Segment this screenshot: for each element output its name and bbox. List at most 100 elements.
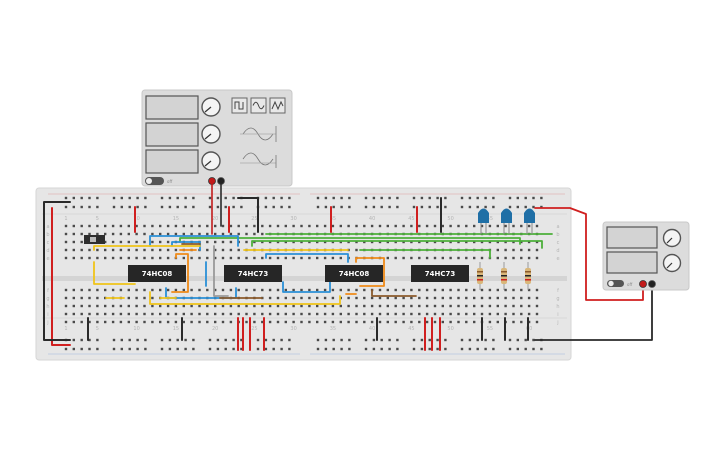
breadboard-hole[interactable] [524, 347, 527, 351]
breadboard-hole[interactable] [331, 288, 335, 292]
breadboard-hole[interactable] [300, 256, 303, 260]
breadboard-hole[interactable] [332, 347, 335, 351]
breadboard-hole[interactable] [237, 256, 240, 260]
breadboard-hole[interactable] [372, 196, 376, 200]
breadboard-hole[interactable] [88, 347, 91, 351]
breadboard-hole[interactable] [268, 296, 272, 300]
breadboard-hole[interactable] [284, 296, 287, 300]
breadboard-hole[interactable] [433, 240, 437, 244]
breadboard-hole[interactable] [355, 304, 358, 308]
breadboard-hole[interactable] [388, 347, 391, 351]
breadboard-hole[interactable] [237, 224, 240, 228]
breadboard-hole[interactable] [476, 338, 479, 342]
breadboard-hole[interactable] [96, 288, 99, 292]
breadboard-hole[interactable] [388, 196, 391, 200]
breadboard-hole[interactable] [524, 338, 527, 342]
breadboard-hole[interactable] [136, 347, 139, 351]
breadboard-hole[interactable] [151, 240, 154, 244]
breadboard-hole[interactable] [159, 224, 162, 228]
breadboard-hole[interactable] [120, 196, 123, 200]
breadboard-hole[interactable] [386, 256, 389, 260]
breadboard-hole[interactable] [516, 347, 519, 351]
breadboard-hole[interactable] [496, 320, 499, 324]
breadboard-hole[interactable] [96, 296, 99, 300]
breadboard-hole[interactable] [119, 320, 123, 324]
breadboard-hole[interactable] [441, 256, 444, 260]
breadboard-hole[interactable] [221, 288, 225, 292]
breadboard-hole[interactable] [245, 320, 248, 324]
breadboard-hole[interactable] [436, 338, 439, 342]
breadboard-hole[interactable] [527, 288, 531, 292]
breadboard-hole[interactable] [428, 196, 431, 200]
breadboard-hole[interactable] [151, 224, 154, 228]
breadboard-hole[interactable] [396, 347, 399, 351]
breadboard-hole[interactable] [176, 196, 179, 200]
breadboard-hole[interactable] [355, 296, 358, 300]
breadboard-hole[interactable] [457, 256, 460, 260]
breadboard-hole[interactable] [308, 304, 311, 308]
breadboard-hole[interactable] [420, 347, 424, 351]
breadboard-hole[interactable] [80, 320, 83, 324]
breadboard-hole[interactable] [237, 304, 240, 308]
breadboard-hole[interactable] [229, 312, 233, 316]
breadboard-hole[interactable] [527, 240, 531, 244]
breadboard-hole[interactable] [433, 312, 437, 316]
breadboard-hole[interactable] [444, 347, 447, 351]
breadboard-hole[interactable] [488, 304, 492, 308]
breadboard-hole[interactable] [174, 224, 178, 228]
breadboard-hole[interactable] [166, 312, 170, 316]
breadboard-hole[interactable] [96, 224, 99, 228]
breadboard-hole[interactable] [300, 296, 303, 300]
breadboard-hole[interactable] [232, 196, 235, 200]
breadboard-hole[interactable] [480, 304, 484, 308]
breadboard-hole[interactable] [64, 248, 68, 252]
breadboard-hole[interactable] [524, 205, 527, 209]
breadboard-hole[interactable] [80, 248, 83, 252]
breadboard-hole[interactable] [465, 296, 468, 300]
breadboard-hole[interactable] [221, 224, 225, 228]
breadboard-hole[interactable] [512, 240, 515, 244]
breadboard-hole[interactable] [80, 224, 83, 228]
square-wave-button[interactable] [231, 97, 248, 114]
breadboard-hole[interactable] [272, 205, 275, 209]
breadboard-hole[interactable] [348, 205, 351, 209]
breadboard-hole[interactable] [363, 304, 366, 308]
breadboard-hole[interactable] [300, 240, 303, 244]
breadboard-hole[interactable] [214, 304, 217, 308]
breadboard-hole[interactable] [127, 320, 130, 324]
breadboard-hole[interactable] [380, 205, 383, 209]
breadboard-hole[interactable] [190, 320, 193, 324]
breadboard-hole[interactable] [111, 240, 115, 244]
breadboard-hole[interactable] [386, 320, 389, 324]
breadboard-hole[interactable] [240, 205, 243, 209]
breadboard-hole[interactable] [135, 232, 138, 236]
breadboard-hole[interactable] [465, 304, 468, 308]
breadboard-hole[interactable] [111, 312, 115, 316]
breadboard-hole[interactable] [64, 256, 68, 260]
breadboard-hole[interactable] [224, 196, 227, 200]
breadboard-hole[interactable] [488, 224, 492, 228]
breadboard-hole[interactable] [527, 224, 531, 228]
breadboard-hole[interactable] [473, 320, 476, 324]
breadboard-hole[interactable] [355, 240, 358, 244]
breadboard-hole[interactable] [520, 296, 523, 300]
breadboard-hole[interactable] [535, 288, 539, 292]
breadboard-hole[interactable] [441, 296, 444, 300]
function-generator[interactable]: off [141, 89, 293, 187]
breadboard-hole[interactable] [280, 205, 283, 209]
breadboard-hole[interactable] [380, 347, 383, 351]
breadboard-hole[interactable] [355, 288, 358, 292]
breadboard-hole[interactable] [276, 312, 280, 316]
breadboard-hole[interactable] [444, 196, 447, 200]
breadboard-hole[interactable] [348, 347, 351, 351]
breadboard-hole[interactable] [460, 205, 464, 209]
breadboard-hole[interactable] [340, 338, 343, 342]
breadboard-hole[interactable] [182, 288, 185, 292]
breadboard-hole[interactable] [168, 196, 172, 200]
breadboard-hole[interactable] [96, 205, 99, 209]
breadboard-hole[interactable] [229, 240, 233, 244]
breadboard-hole[interactable] [135, 312, 138, 316]
breadboard-hole[interactable] [245, 312, 248, 316]
breadboard-hole[interactable] [378, 296, 382, 300]
breadboard-hole[interactable] [128, 196, 131, 200]
